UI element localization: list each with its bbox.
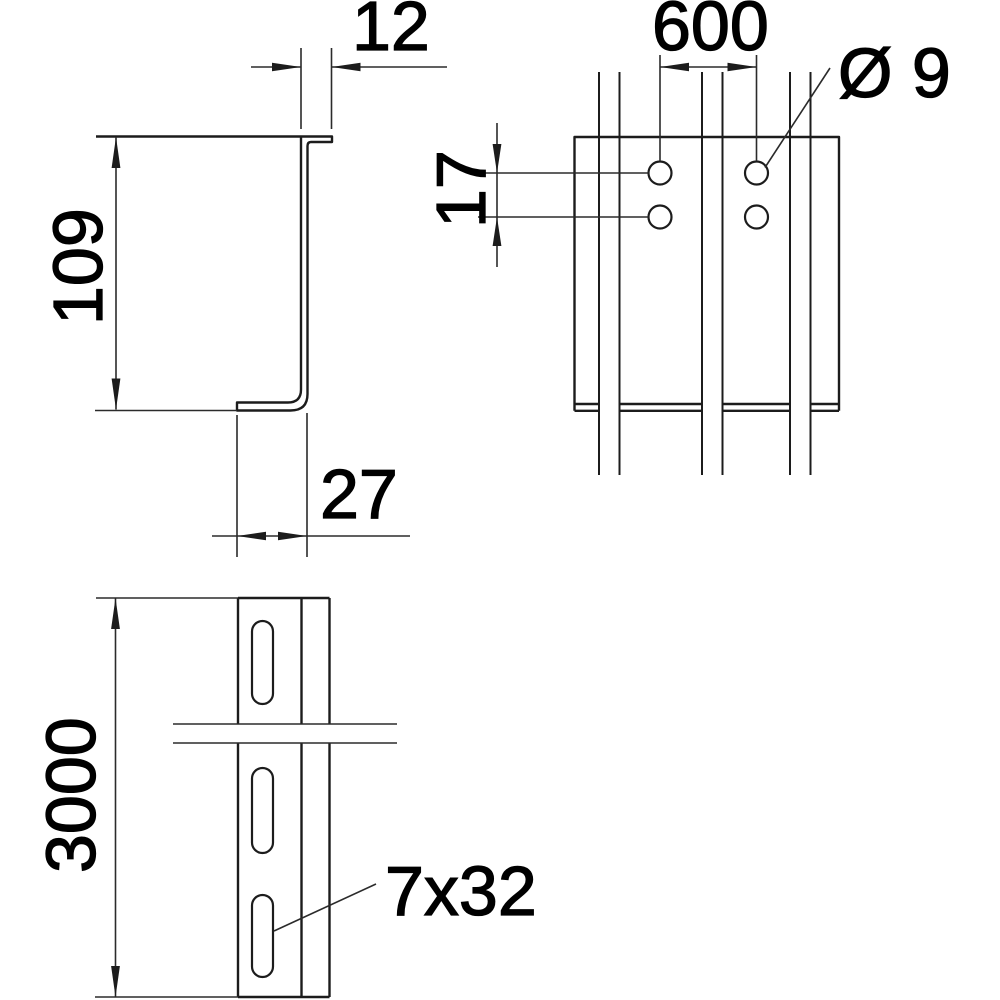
arrowhead: [331, 62, 361, 72]
arrowhead: [111, 966, 120, 997]
extension-lines-dim-600: [659, 55, 758, 161]
dim-12-label: 12: [352, 0, 430, 65]
rail-outline: [236, 596, 331, 999]
extension-lines-dim-12: [300, 48, 333, 129]
arrowhead: [237, 531, 266, 541]
dim-3000-label: 3000: [32, 717, 110, 873]
hole-diameter-label: Ø 9: [838, 34, 951, 112]
arrowhead: [660, 62, 689, 72]
dim-109-label: 109: [39, 208, 117, 325]
extension-lines-dim-17: [478, 172, 649, 218]
break-lines: [173, 723, 397, 744]
vertical-rails: [598, 72, 812, 475]
slotted-hole: [250, 766, 275, 855]
plate-outline: [573, 135, 841, 411]
mounting-hole: [647, 160, 673, 186]
arrowhead: [111, 598, 120, 629]
end-view: 600 17 Ø 9: [421, 0, 951, 475]
mounting-hole: [647, 204, 673, 230]
arrowhead: [278, 531, 307, 541]
arrowhead: [727, 62, 757, 72]
dim-27-label: 27: [320, 455, 398, 533]
mounting-hole: [743, 160, 770, 186]
slotted-hole: [250, 893, 275, 979]
side-view: 3000 7x32: [31, 596, 537, 999]
dim-17-label: 17: [422, 150, 500, 228]
slot-size-label: 7x32: [385, 852, 537, 930]
slotted-hole: [250, 619, 275, 706]
dim-600-label: 600: [652, 0, 769, 65]
cross-section-view: 12 109 27: [38, 0, 447, 557]
extension-lines-dim-3000: [95, 597, 238, 998]
mounting-hole: [743, 204, 770, 230]
extension-lines-dim-27: [236, 413, 308, 557]
arrowhead: [111, 137, 121, 168]
arrowhead: [492, 217, 502, 246]
arrowhead: [272, 62, 301, 72]
leader-line-slot: [273, 883, 377, 932]
arrowhead: [492, 144, 502, 173]
arrowhead: [111, 378, 121, 410]
z-profile-outline: [96, 135, 334, 412]
leader-line-diameter: [764, 67, 831, 168]
